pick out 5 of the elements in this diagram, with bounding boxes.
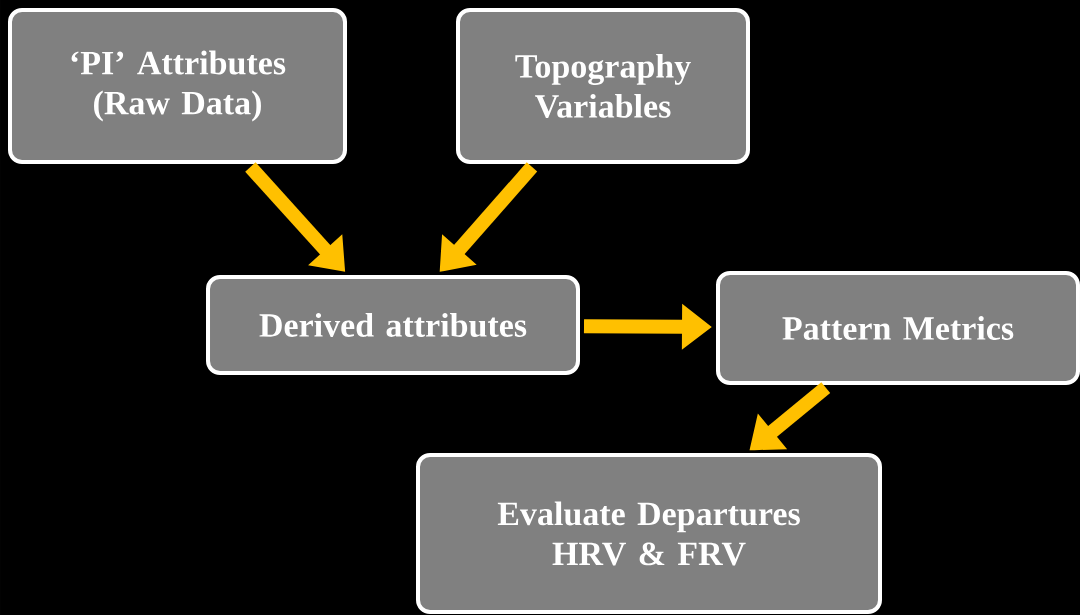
process-box: Topography Variables <box>456 8 750 164</box>
process-box: Evaluate Departures HRV & FRV <box>416 453 882 614</box>
process-box: ‘PI’ Attributes (Raw Data) <box>8 8 347 164</box>
process-box: Pattern Metrics <box>716 271 1080 385</box>
process-box: Derived attributes <box>206 275 580 375</box>
